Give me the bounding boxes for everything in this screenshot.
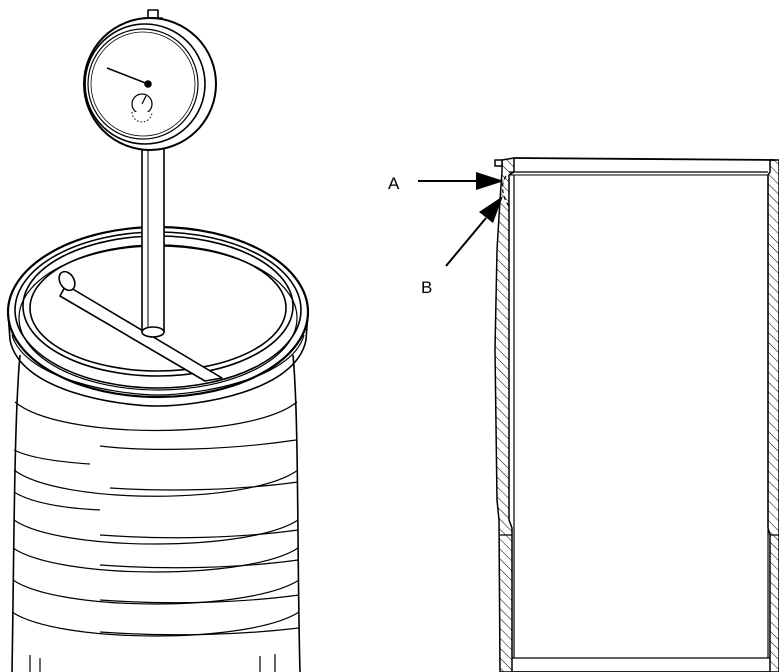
callout-a: A: [388, 172, 504, 193]
liner-ribs: [11, 401, 300, 672]
liner-wall-right: [767, 159, 779, 672]
liner-top-face: [513, 157, 776, 161]
cylinder-liner-with-dial-indicator: [6, 9, 310, 672]
callout-a-label: A: [388, 174, 400, 193]
callout-b: B: [421, 196, 503, 297]
liner-wall-left: [494, 157, 515, 672]
liner-cross-section: [494, 157, 779, 672]
callout-b-label: B: [421, 278, 432, 297]
callout-a-arrowhead: [476, 172, 504, 190]
liner-body: [11, 354, 301, 672]
straight-edge-bar: [58, 270, 223, 382]
callout-b-arrow: [445, 217, 487, 267]
detail-arc: [501, 175, 511, 209]
dial-gauge: [83, 9, 217, 151]
indicator-stem: [141, 139, 165, 338]
callout-b-arrowhead: [479, 196, 503, 223]
